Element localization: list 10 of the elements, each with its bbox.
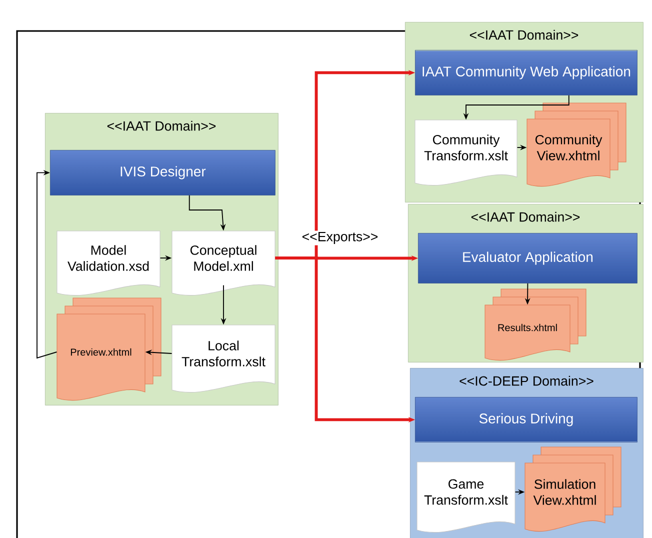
application-box: Evaluator Application <box>418 233 638 284</box>
application-box: IAAT Community Web Application <box>415 50 638 96</box>
document-stack: Results.xhtml <box>484 288 586 361</box>
document-stack: Preview.xhtml <box>56 298 162 401</box>
document-stack: Simulation View.xhtml <box>524 446 622 532</box>
arrow <box>36 170 58 359</box>
application-box: IVIS Designer <box>50 150 276 196</box>
edge-label: <<Exports>> <box>300 230 380 246</box>
application-box: Serious Driving <box>415 397 638 442</box>
document-stack: Community View.xhtml <box>526 102 626 187</box>
